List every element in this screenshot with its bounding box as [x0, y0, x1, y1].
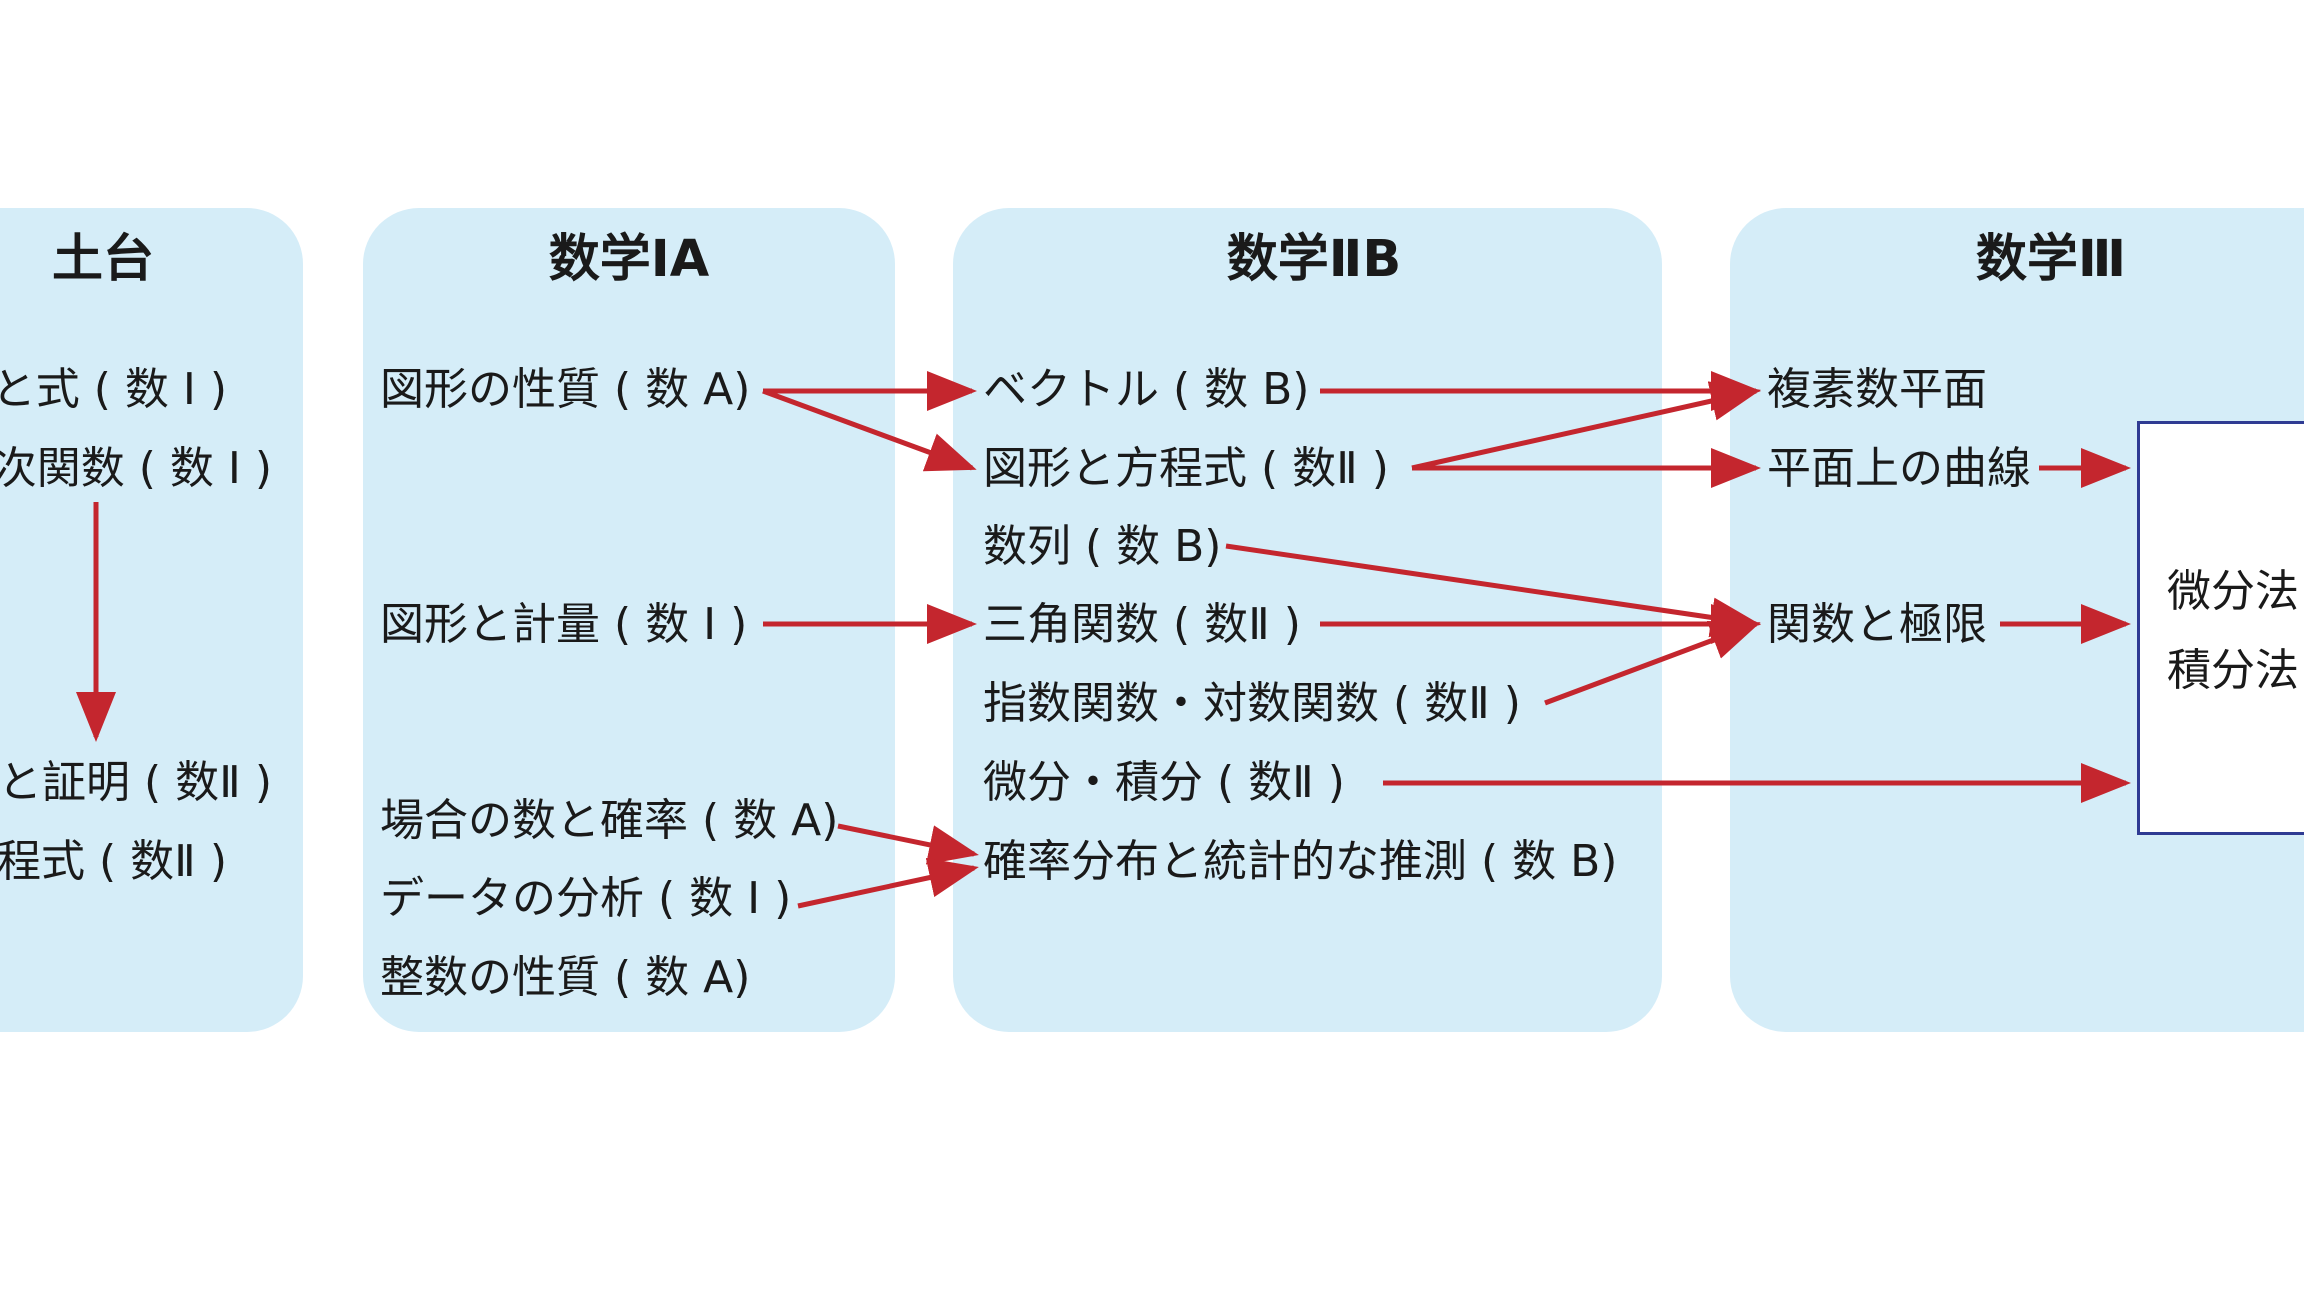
result-box-item: 微分法	[2167, 566, 2299, 617]
math1a-item: 整数の性質 ( 数 A)	[380, 952, 751, 1003]
math2b-item: ベクトル ( 数 B)	[983, 364, 1310, 415]
math3-item: 複素数平面	[1767, 364, 1987, 415]
math1a-item: 図形と計量 ( 数 Ⅰ )	[380, 599, 748, 650]
math2b-item: 数列 ( 数 B)	[983, 521, 1222, 572]
result-box	[2137, 421, 2304, 835]
panel-title-foundation: 土台	[51, 230, 154, 289]
math2b-item: 微分・積分 ( 数Ⅱ )	[983, 757, 1345, 808]
foundation-item: と式 ( 数 Ⅰ )	[0, 364, 227, 415]
math1a-item: 図形の性質 ( 数 A)	[380, 364, 751, 415]
math2b-item: 確率分布と統計的な推測 ( 数 B)	[983, 836, 1618, 887]
panel-math-2b	[953, 208, 1662, 1032]
math3-item: 関数と極限	[1767, 599, 1987, 650]
arrow	[1225, 543, 1761, 638]
math2b-item: 三角関数 ( 数Ⅱ )	[983, 599, 1301, 650]
panel-title-math-1a: 数学ⅠA	[548, 230, 710, 289]
panel-title-math-3: 数学Ⅲ	[1975, 230, 2127, 289]
arrow	[797, 857, 979, 909]
arrow	[1411, 381, 1761, 471]
math2b-item: 指数関数・対数関数 ( 数Ⅱ )	[983, 678, 1521, 729]
foundation-item: 次関数 ( 数 Ⅰ )	[0, 443, 272, 494]
math2b-item: 図形と方程式 ( 数Ⅱ )	[983, 443, 1389, 494]
panel-title-math-2b: 数学ⅡB	[1226, 230, 1402, 289]
foundation-item: と証明 ( 数Ⅱ )	[0, 757, 272, 808]
math1a-item: 場合の数と確率 ( 数 A)	[380, 795, 839, 846]
panel-math-1a	[363, 208, 895, 1032]
result-box-item: 積分法	[2167, 645, 2299, 696]
arrow	[1544, 621, 1761, 706]
foundation-item: 程式 ( 数Ⅱ )	[0, 836, 227, 887]
panel-foundation	[0, 208, 303, 1032]
math1a-item: データの分析 ( 数 Ⅰ )	[380, 873, 792, 924]
arrow	[762, 388, 977, 472]
arrow	[837, 823, 979, 865]
math3-item: 平面上の曲線	[1767, 443, 2031, 494]
